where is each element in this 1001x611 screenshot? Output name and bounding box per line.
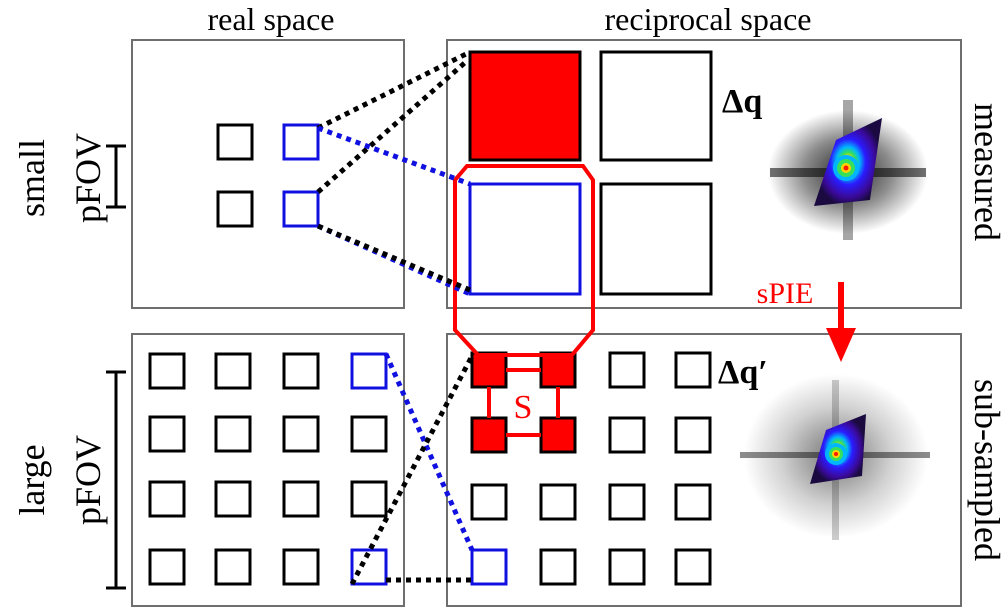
real-square	[282, 480, 320, 518]
reciprocal-square	[539, 548, 577, 586]
arrow-down-icon	[826, 282, 856, 362]
panel-real-large	[131, 333, 405, 607]
real-square	[214, 548, 252, 586]
real-square	[148, 352, 186, 390]
panel-reciprocal-subsampled	[446, 333, 962, 607]
reciprocal-square	[674, 351, 712, 389]
real-large-grid	[148, 352, 388, 586]
sampling-outline	[453, 164, 595, 357]
label-measured: measured	[967, 103, 1001, 241]
reciprocal-square-filled	[539, 351, 577, 389]
real-square	[148, 415, 186, 453]
reciprocal-square	[608, 548, 646, 586]
real-square-highlight	[282, 190, 320, 228]
reciprocal-subsampled-grid	[470, 351, 712, 586]
reciprocal-square	[608, 416, 646, 454]
label-delta-q: Δq	[722, 83, 762, 120]
real-square	[350, 480, 388, 518]
real-square	[216, 123, 254, 161]
reciprocal-square-filled	[470, 351, 508, 389]
real-square	[282, 415, 320, 453]
reciprocal-square-highlight	[468, 182, 582, 296]
reciprocal-measured-grid	[468, 50, 713, 296]
reciprocal-square	[599, 50, 713, 162]
panel-reciprocal-measured	[446, 39, 962, 309]
scale-bar-small	[106, 144, 126, 209]
label-pfov-bottom: pFOV	[68, 435, 108, 525]
s-connector	[487, 368, 560, 437]
real-square	[214, 352, 252, 390]
reciprocal-square	[470, 483, 508, 521]
measured-diffraction-pattern	[768, 100, 928, 240]
real-square-highlight	[282, 123, 320, 161]
real-square	[350, 415, 388, 453]
header-real-space: real space	[207, 1, 334, 37]
projection-lines	[316, 49, 475, 586]
label-subsampled: sub-sampled	[967, 379, 1001, 561]
label-small: small	[12, 139, 52, 217]
label-large: large	[12, 444, 52, 515]
real-square	[282, 352, 320, 390]
reciprocal-square	[608, 483, 646, 521]
reciprocal-square-highlight	[470, 548, 508, 586]
header-reciprocal-space: reciprocal space	[605, 1, 812, 37]
real-square	[148, 480, 186, 518]
reciprocal-square-filled	[539, 416, 577, 454]
real-square	[214, 480, 252, 518]
reciprocal-square	[674, 416, 712, 454]
panel-real-small	[131, 39, 405, 309]
real-square-highlight	[350, 352, 388, 390]
scale-bar-large	[106, 370, 126, 590]
reciprocal-square-filled	[468, 50, 582, 162]
real-square	[216, 190, 254, 228]
label-delta-q-prime: Δq′	[718, 354, 768, 391]
reciprocal-square	[674, 483, 712, 521]
reciprocal-square-filled	[470, 416, 508, 454]
reciprocal-square	[599, 182, 713, 296]
real-small-grid	[216, 123, 320, 228]
subsampled-diffraction-pattern	[740, 374, 930, 540]
real-square	[148, 548, 186, 586]
label-pfov-top: pFOV	[68, 133, 108, 223]
reciprocal-square	[608, 351, 646, 389]
label-spie: sPIE	[757, 277, 814, 310]
label-s: S	[514, 389, 533, 426]
reciprocal-square	[539, 483, 577, 521]
real-square	[214, 415, 252, 453]
real-square	[282, 548, 320, 586]
reciprocal-square	[674, 548, 712, 586]
